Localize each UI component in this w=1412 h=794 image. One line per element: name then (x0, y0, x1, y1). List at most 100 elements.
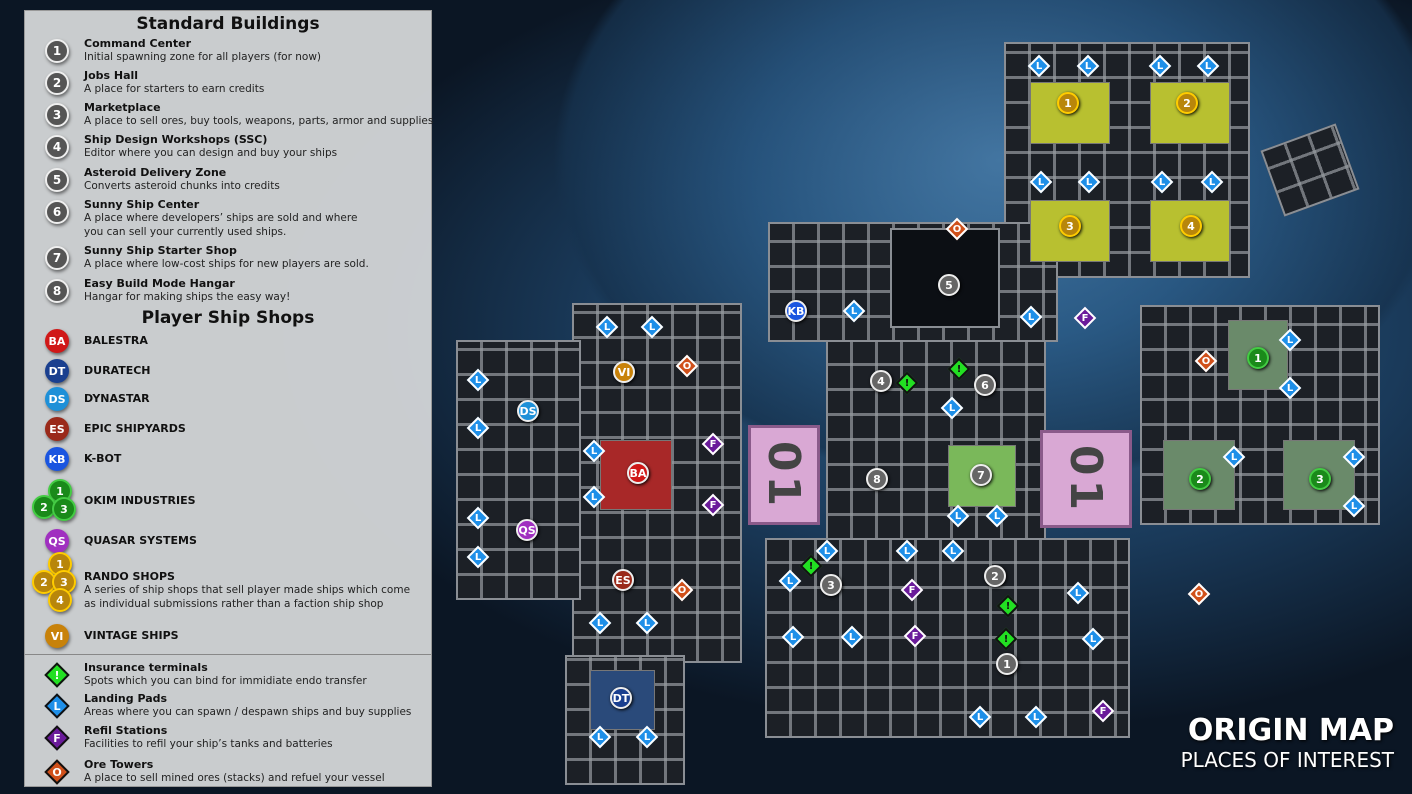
legend-shop-name: EPIC SHIPYARDS (84, 422, 186, 435)
legend-item-desc: Areas where you can spawn / despawn ship… (84, 706, 412, 718)
legend-shop-name: K-BOT (84, 452, 122, 465)
shop-marker[interactable]: KB (785, 300, 807, 322)
building-number-icon: 5 (45, 168, 69, 192)
central-block (826, 340, 1046, 540)
legend-item-title: Sunny Ship Center (84, 198, 200, 211)
shop-number-icon: 4 (48, 588, 72, 612)
standard-buildings-heading: Standard Buildings (136, 14, 320, 34)
shop-badge-icon: QS (45, 529, 69, 553)
building-marker[interactable]: 5 (938, 274, 960, 296)
player-ship-shops-heading: Player Ship Shops (141, 308, 315, 328)
legend-item-desc: as individual submissions rather than a … (84, 598, 384, 610)
legend-shop-item: DS DYNASTAR (25, 387, 431, 417)
shop-marker[interactable]: QS (516, 519, 538, 541)
building-marker[interactable]: 3 (820, 574, 842, 596)
lower-central-block (765, 538, 1130, 738)
shop-marker[interactable]: ES (612, 569, 634, 591)
legend-shop-name: RANDO SHOPS (84, 570, 175, 583)
legend-shop-item: BA BALESTRA (25, 329, 431, 359)
legend-item-title: Refil Stations (84, 724, 168, 737)
landing-pad-icon: L (44, 693, 70, 719)
pad-01-left: 01 (748, 425, 820, 525)
legend-item-desc: A place to sell ores, buy tools, weapons… (84, 115, 434, 127)
shop-marker[interactable]: BA (627, 462, 649, 484)
shop-number-icon: 3 (52, 497, 76, 521)
shop-badge-icon: BA (45, 329, 69, 353)
legend-item-desc: A place for starters to earn credits (84, 83, 265, 95)
building-marker[interactable]: 6 (974, 374, 996, 396)
shop-marker[interactable]: 3 (1309, 468, 1331, 490)
legend-item-desc: Initial spawning zone for all players (f… (84, 51, 321, 63)
legend-item-title: Marketplace (84, 101, 161, 114)
building-number-icon: 2 (45, 71, 69, 95)
legend-item-title: Landing Pads (84, 692, 168, 705)
shop-marker[interactable]: 2 (1176, 92, 1198, 114)
legend-item-title: Insurance terminals (84, 661, 208, 674)
legend-shop-item: DT DURATECH (25, 359, 431, 389)
legend-item-title: Ship Design Workshops (SSC) (84, 133, 268, 146)
building-marker[interactable]: 1 (996, 653, 1018, 675)
legend-item-desc: A place where developers’ ships are sold… (84, 212, 358, 224)
legend-item-title: Asteroid Delivery Zone (84, 166, 227, 179)
legend-item-title: Sunny Ship Starter Shop (84, 244, 237, 257)
map-title: ORIGIN MAP PLACES OF INTEREST (1181, 713, 1394, 772)
divider (25, 654, 431, 655)
refil-station-icon: F (44, 725, 70, 751)
pad-01-right: 01 (1040, 430, 1132, 528)
shop-marker[interactable]: DT (610, 687, 632, 709)
shop-badge-icon: DT (45, 359, 69, 383)
shop-badge-icon: DS (45, 387, 69, 411)
building-number-icon: 3 (45, 103, 69, 127)
legend-item-title: Command Center (84, 37, 192, 50)
legend-shop-name: OKIM INDUSTRIES (84, 494, 196, 507)
shop-marker[interactable]: 4 (1180, 215, 1202, 237)
building-number-icon: 6 (45, 200, 69, 224)
legend-shop-item: KB K-BOT (25, 447, 431, 477)
shop-marker[interactable]: VI (613, 361, 635, 383)
legend-shop-name: DYNASTAR (84, 392, 150, 405)
legend-item-desc: Hangar for making ships the easy way! (84, 291, 291, 303)
legend-shop-name: BALESTRA (84, 334, 148, 347)
map-title-sub: PLACES OF INTEREST (1180, 748, 1394, 772)
legend-item-desc: A place where low-cost ships for new pla… (84, 258, 369, 270)
building-marker[interactable]: 4 (870, 370, 892, 392)
legend-item-desc: A series of ship shops that sell player … (84, 584, 411, 596)
legend-item-desc: Spots which you can bind for immidiate e… (84, 675, 367, 687)
building-marker[interactable]: 8 (866, 468, 888, 490)
legend-item-title: Jobs Hall (84, 69, 139, 82)
ore-tower-icon: O (44, 759, 70, 785)
building-marker[interactable]: 7 (970, 464, 992, 486)
legend-item-desc: Converts asteroid chunks into credits (84, 180, 280, 192)
asteroid-zone-block (890, 228, 1000, 328)
legend-item-title: Ore Towers (84, 758, 154, 771)
building-number-icon: 8 (45, 279, 69, 303)
shop-marker[interactable]: 2 (1189, 468, 1211, 490)
legend-item-desc: you can sell your currently used ships. (84, 225, 287, 238)
legend-shop-item: ES EPIC SHIPYARDS (25, 417, 431, 447)
shop-marker[interactable]: 1 (1057, 92, 1079, 114)
shop-badge-icon: KB (45, 447, 69, 471)
legend-shop-name: DURATECH (84, 364, 151, 377)
building-marker[interactable]: 2 (984, 565, 1006, 587)
shop-marker[interactable]: 3 (1059, 215, 1081, 237)
shop-badge-icon: ES (45, 417, 69, 441)
legend-item-title: Easy Build Mode Hangar (84, 277, 235, 290)
shop-marker[interactable]: 1 (1247, 347, 1269, 369)
legend-item-desc: A place to sell mined ores (stacks) and … (84, 772, 385, 784)
shop-marker[interactable]: DS (517, 400, 539, 422)
